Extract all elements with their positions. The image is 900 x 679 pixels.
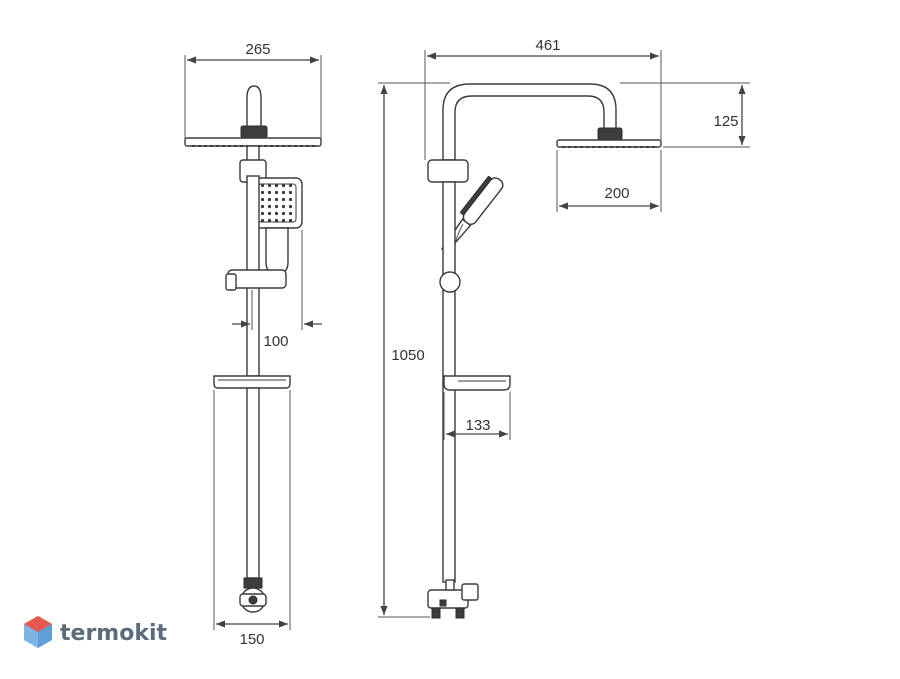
side-mixer <box>427 579 479 619</box>
dim-label-200: 200 <box>604 185 629 202</box>
front-head-plate <box>184 137 322 147</box>
front-mixer-center <box>248 595 258 605</box>
dim-front-soap-dish-width: 150 <box>213 390 291 648</box>
dim-label-461: 461 <box>535 37 560 54</box>
side-slider <box>439 271 461 293</box>
dim-side-head-height: 125 <box>620 82 750 148</box>
dim-front-handshower-offset: 100 <box>232 230 322 350</box>
dim-side-head-diameter: 200 <box>556 150 662 212</box>
dim-label-150: 150 <box>239 631 264 648</box>
side-head-connector <box>597 127 623 141</box>
dim-side-arm-length: 461 <box>424 37 662 160</box>
front-shower-arm <box>246 85 262 133</box>
dim-front-headshower-width: 265 <box>184 41 322 140</box>
dim-total-height: 1050 <box>378 82 450 618</box>
side-soap-dish <box>443 375 511 391</box>
front-handshower-handle <box>265 227 289 275</box>
dim-label-100: 100 <box>263 333 288 350</box>
front-head-connector <box>240 125 268 139</box>
dim-label-133: 133 <box>465 417 490 434</box>
front-handshower-nozzles <box>257 183 297 223</box>
dim-side-soap-dish-depth: 133 <box>443 392 511 440</box>
side-holder-bracket <box>427 159 469 183</box>
termokit-logo: termokit <box>24 616 167 648</box>
front-lower-nut <box>243 577 263 589</box>
dim-label-125: 125 <box>713 113 738 130</box>
front-lower-riser <box>246 387 260 579</box>
side-curved-arm <box>442 83 617 161</box>
dim-label-1050: 1050 <box>391 347 424 364</box>
dim-label-265: 265 <box>245 41 270 58</box>
front-soap-dish <box>213 375 291 389</box>
front-slider-knob <box>225 273 237 291</box>
logo-hexagon-icon <box>24 616 52 648</box>
side-head-plate <box>556 139 662 148</box>
front-view: 265 100 <box>184 41 322 648</box>
logo-brand-text: termokit <box>60 621 167 646</box>
side-view: 461 1050 125 200 <box>378 37 750 619</box>
